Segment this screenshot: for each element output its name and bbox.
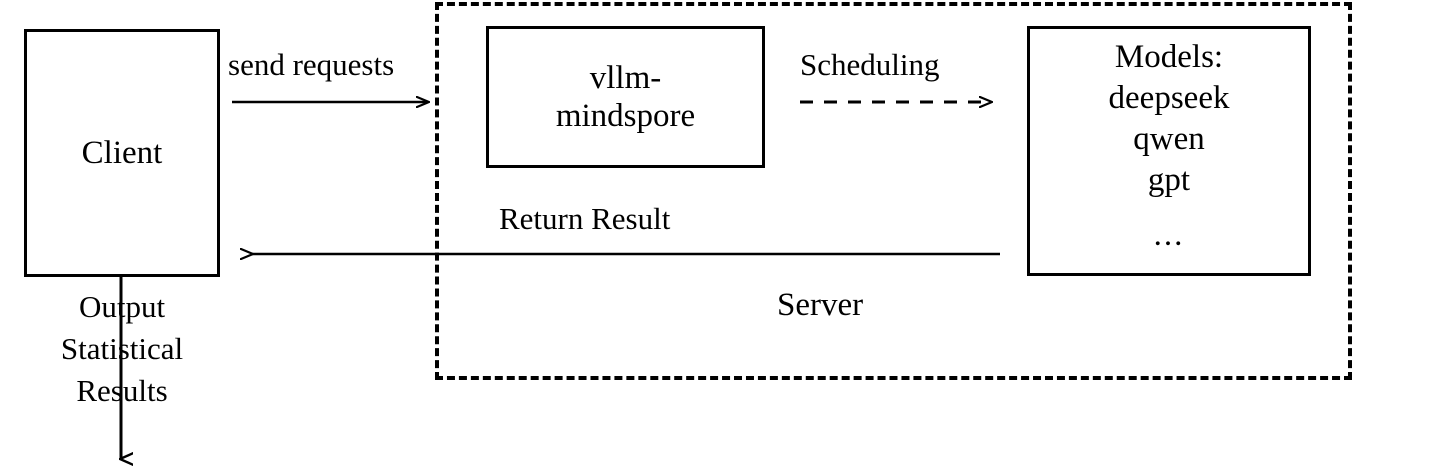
edge-label-output-line1: Output: [78, 289, 166, 324]
node-server-label: Server: [777, 287, 864, 323]
edge-label-scheduling: Scheduling: [800, 47, 940, 82]
node-models-heading: Models:: [1114, 39, 1224, 75]
node-models[interactable]: Models: deepseek qwen gpt ...: [1027, 26, 1311, 276]
edge-label-send-requests: send requests: [228, 47, 395, 82]
node-models-item-deepseek: deepseek: [1108, 80, 1230, 116]
node-models-item-qwen: qwen: [1133, 121, 1205, 157]
node-client[interactable]: Client: [24, 29, 220, 277]
edge-label-return-result: Return Result: [499, 201, 671, 236]
node-models-item-gpt: gpt: [1147, 162, 1191, 198]
node-vllm-mindspore[interactable]: vllm- mindspore: [486, 26, 765, 168]
server-boundary: [435, 2, 1352, 380]
node-models-ellipsis: ...: [1153, 217, 1185, 253]
edge-label-output-statistical-results: Output Statistical Results: [37, 286, 207, 412]
node-vllm-mindspore-label-line2: mindspore: [555, 98, 696, 134]
edge-label-output-line2: Statistical: [60, 331, 184, 366]
edge-label-output-line3: Results: [76, 373, 168, 408]
node-vllm-mindspore-label-line1: vllm-: [589, 60, 662, 96]
node-client-label: Client: [81, 135, 163, 171]
